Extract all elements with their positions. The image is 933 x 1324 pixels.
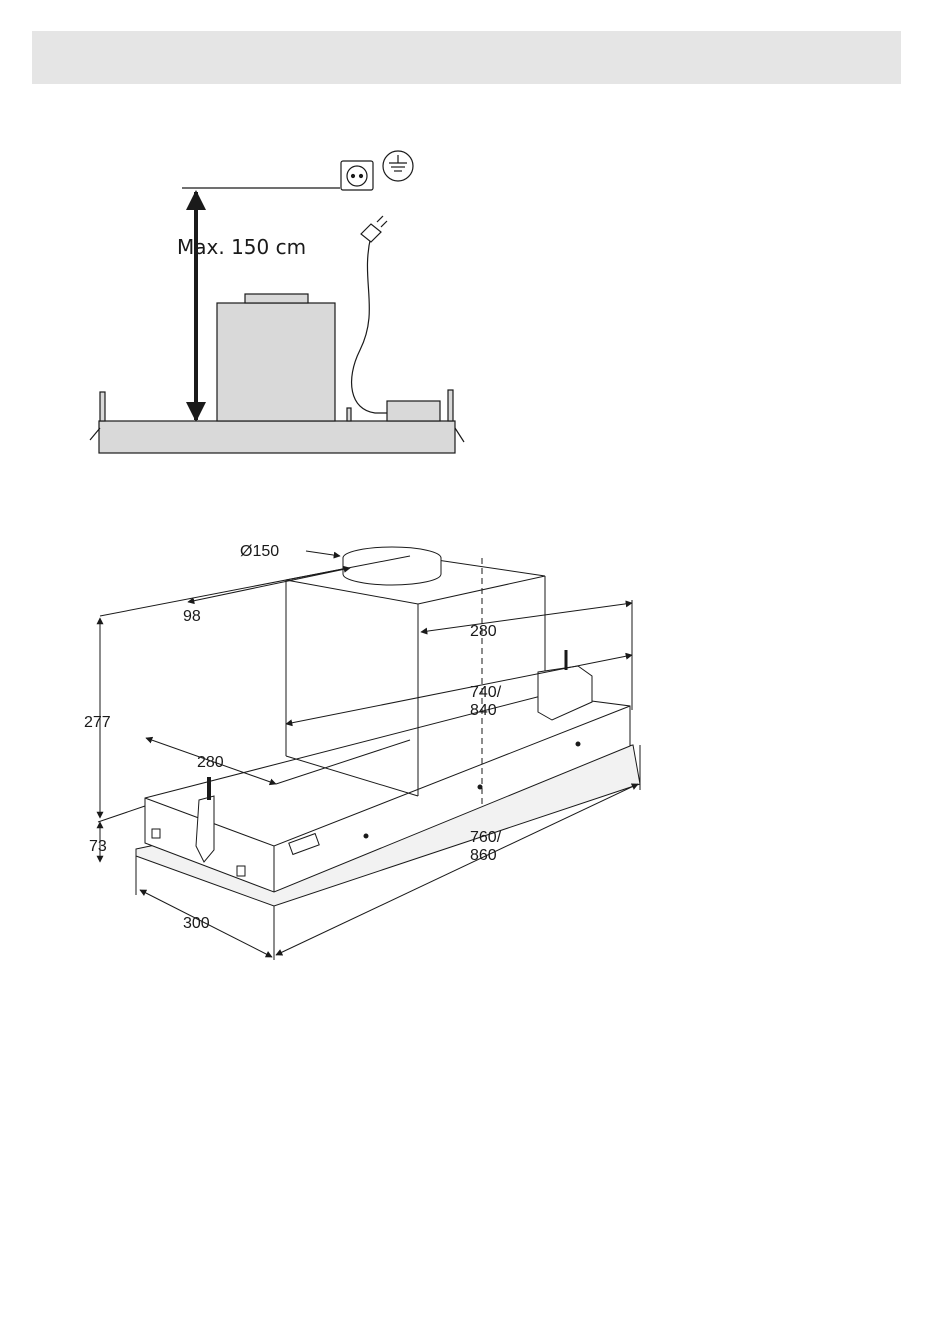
label-width-base-2: 860 <box>470 847 497 864</box>
label-width-top: 740/ <box>470 684 502 701</box>
power-cable <box>352 236 387 413</box>
height-label: Max. 150 cm <box>177 235 306 259</box>
ext-line-73 <box>98 806 145 822</box>
collar-side <box>343 558 441 585</box>
label-height: 277 <box>84 714 111 731</box>
dim-diameter-leader <box>306 551 340 556</box>
plug-pin <box>381 221 387 227</box>
label-offset: 98 <box>183 608 201 625</box>
dim-280-top <box>421 603 632 632</box>
label-width-top-2: 840 <box>470 702 497 719</box>
installation-diagram <box>90 151 464 453</box>
hole <box>576 742 580 746</box>
junction-box <box>387 401 440 421</box>
ground-symbol-icon <box>383 151 413 181</box>
socket-icon <box>341 161 373 190</box>
label-depth-base: 300 <box>183 915 210 932</box>
plug-pin <box>377 216 383 222</box>
right-bracket <box>448 390 453 421</box>
label-width-base: 760/ <box>470 829 502 846</box>
label-depth-mid: 280 <box>197 754 224 771</box>
label-diameter: Ø150 <box>240 543 279 560</box>
hole <box>364 834 368 838</box>
ceiling-board <box>99 421 455 453</box>
hood-collar <box>245 294 308 303</box>
cable-bracket <box>196 796 214 862</box>
label-base-height: 73 <box>89 838 107 855</box>
hood-unit <box>217 303 335 421</box>
dimension-diagram <box>98 547 640 960</box>
pin <box>347 408 351 421</box>
label-depth-top: 280 <box>470 623 497 640</box>
hole <box>478 785 482 789</box>
left-bracket <box>100 392 105 421</box>
plug <box>361 224 381 242</box>
